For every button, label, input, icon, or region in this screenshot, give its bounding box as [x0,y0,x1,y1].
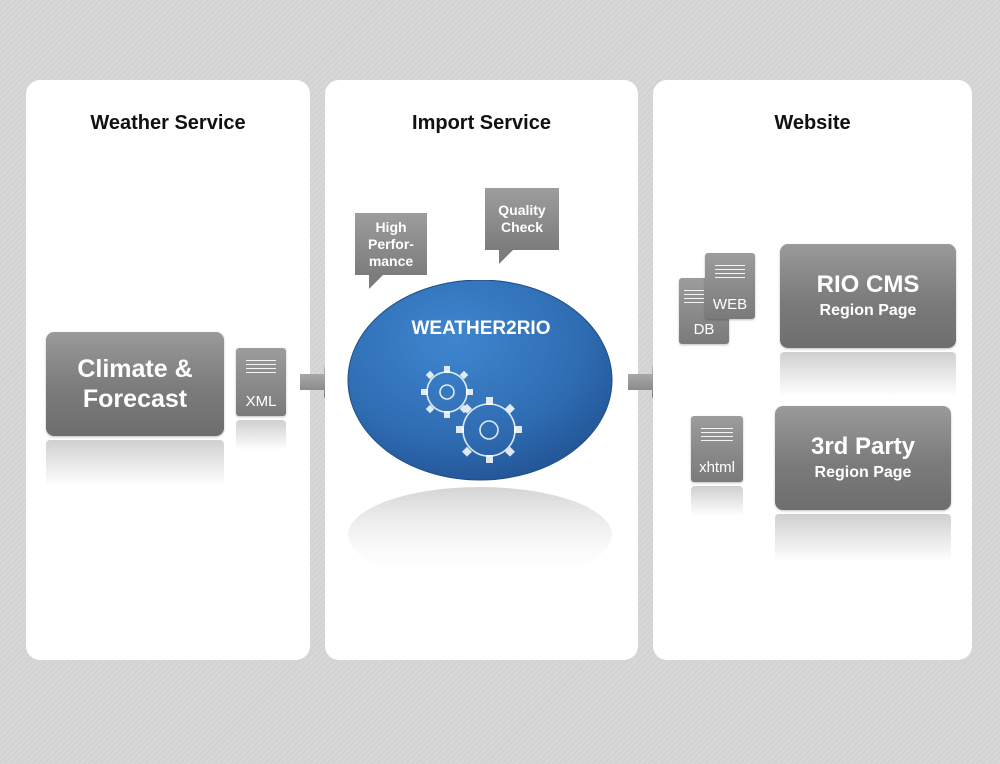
xml-doc-lines [246,360,276,376]
rio-cms-subtitle: Region Page [819,302,917,319]
quality-check-line1: Quality [498,202,546,218]
weather-service-title: Weather Service [90,112,246,134]
high-performance-line3: mance [368,252,414,269]
high-performance-bubble: High Perfor- mance [355,213,427,289]
xhtml-doc-lines [701,428,733,444]
third-party-title: 3rd Party [810,433,916,460]
xml-reflection [236,420,286,450]
weather-service-panel: Weather Service Climate & Forecast XML [26,80,310,660]
import-service-panel: Import Service High Perfor- mance Qualit… [325,80,638,660]
rio-cms-reflection [780,352,956,396]
website-panel: Website DB WEB RIO CMS Region Page xhtml… [653,80,972,660]
climate-forecast-box: Climate & Forecast [46,332,224,436]
climate-line1: Climate & [77,355,193,383]
climate-line2: Forecast [82,385,188,413]
climate-reflection [46,440,224,486]
quality-check-bubble: Quality Check [485,188,559,264]
quality-check-tail [499,249,514,264]
web-document-icon: WEB [705,253,755,319]
high-performance-line1: High [375,218,407,235]
website-title: Website [774,112,851,134]
xml-label: XML [245,393,277,410]
web-doc-lines [715,265,745,281]
rio-cms-box: RIO CMS Region Page [780,244,956,348]
web-label: WEB [712,296,748,313]
high-performance-tail [369,274,384,289]
xhtml-label: xhtml [699,459,735,476]
rio-cms-title: RIO CMS [816,271,920,298]
quality-check-line2: Check [500,219,544,235]
third-party-subtitle: Region Page [814,464,912,481]
high-performance-line2: Perfor- [368,235,414,252]
weather2rio-label: WEATHER2RIO [411,318,551,339]
xml-document-icon: XML [236,348,286,416]
xhtml-reflection [691,486,743,516]
db-doc-lines [684,290,704,306]
weather2rio-ellipse [347,280,613,583]
import-service-title: Import Service [412,112,551,134]
third-party-reflection [775,514,951,562]
db-label: DB [693,321,715,338]
third-party-box: 3rd Party Region Page [775,406,951,510]
xhtml-document-icon: xhtml [691,416,743,482]
gears-icon [421,366,522,463]
